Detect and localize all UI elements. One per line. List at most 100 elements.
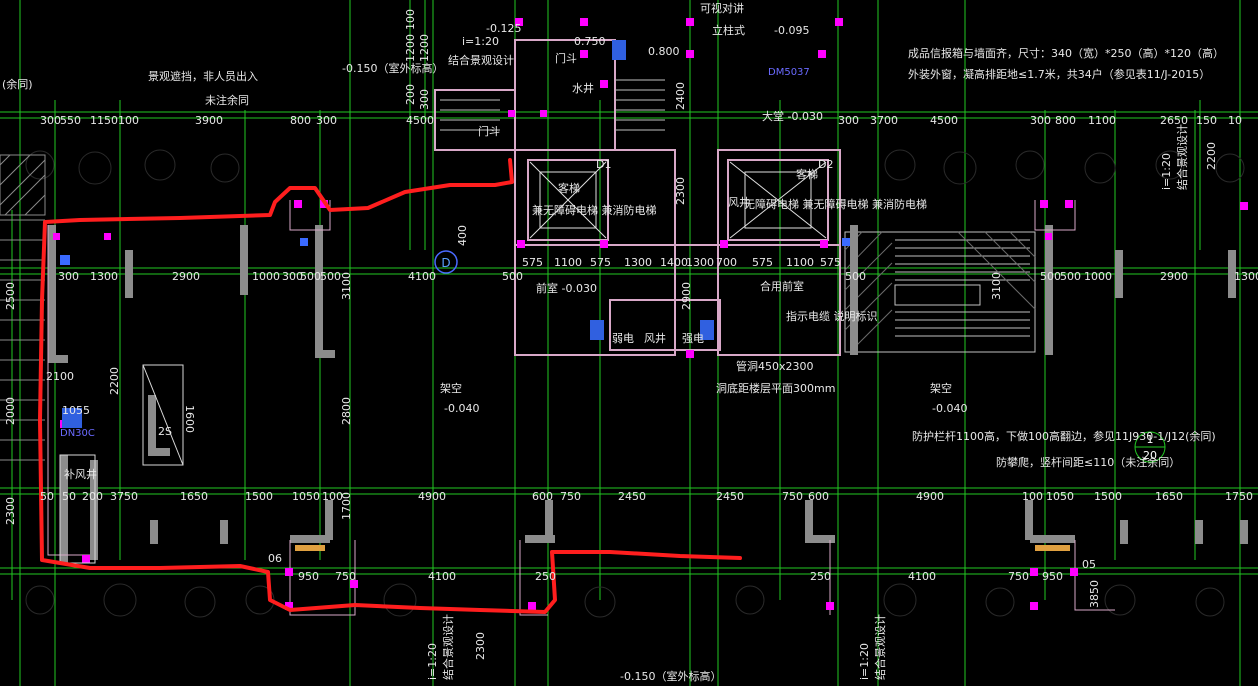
svg-text:管洞450x2300: 管洞450x2300	[736, 359, 814, 373]
svg-text:2400: 2400	[674, 82, 687, 110]
red-markup-outline	[38, 158, 742, 614]
svg-text:0.800: 0.800	[648, 45, 680, 58]
svg-text:400: 400	[456, 225, 469, 246]
svg-text:3750: 3750	[110, 490, 138, 503]
section-reference: 1 20	[1134, 431, 1166, 463]
svg-text:750: 750	[1008, 570, 1029, 583]
svg-text:1000: 1000	[1084, 270, 1112, 283]
row3-dimensions: 50 50 200 3750 1650 1500 1050 100 4900 6…	[40, 490, 1253, 503]
ramp-left	[59, 364, 184, 564]
svg-text:2650: 2650	[1160, 114, 1188, 127]
svg-text:i=1:20: i=1:20	[426, 643, 439, 680]
svg-text:无障碍电梯 兼无障碍电梯 兼消防电梯: 无障碍电梯 兼无障碍电梯 兼消防电梯	[744, 197, 927, 211]
svg-text:300: 300	[40, 114, 61, 127]
svg-text:-0.150（室外标高）: -0.150（室外标高）	[620, 669, 721, 683]
svg-text:3900: 3900	[195, 114, 223, 127]
svg-text:100: 100	[322, 490, 343, 503]
core-walls	[434, 39, 841, 356]
svg-text:2800: 2800	[340, 397, 353, 425]
vertical-dimensions: 100 200 1200 1200 300 2400 2300 3100 280…	[4, 9, 1218, 525]
svg-text:1300: 1300	[1234, 270, 1258, 283]
svg-text:DM5037: DM5037	[768, 67, 810, 78]
axis-bubble-D: D	[434, 250, 458, 274]
svg-text:1300: 1300	[90, 270, 118, 283]
svg-text:-0.040: -0.040	[444, 402, 479, 415]
svg-text:4100: 4100	[408, 270, 436, 283]
row4-dimensions: 950 750 4100 250 250 4100 750 950	[298, 570, 1063, 583]
svg-text:景观遮挡，非人员出入: 景观遮挡，非人员出入	[148, 69, 258, 83]
svg-text:300: 300	[316, 114, 337, 127]
svg-text:3850: 3850	[1088, 580, 1101, 608]
svg-text:4900: 4900	[916, 490, 944, 503]
svg-text:1750: 1750	[1225, 490, 1253, 503]
svg-text:D: D	[441, 256, 450, 270]
svg-text:1600: 1600	[183, 405, 196, 433]
svg-text:500: 500	[845, 270, 866, 283]
svg-text:1400: 1400	[660, 256, 688, 269]
row2-dimensions: 300 1300 2900 1000 300 500 500 4100 500 …	[58, 256, 1258, 283]
svg-text:2100: 2100	[46, 370, 74, 383]
svg-text:立柱式: 立柱式	[712, 23, 745, 37]
svg-text:结合景观设计: 结合景观设计	[441, 614, 455, 680]
svg-text:3100: 3100	[990, 272, 1003, 300]
svg-text:未注余同: 未注余同	[205, 93, 249, 107]
svg-text:575: 575	[590, 256, 611, 269]
svg-text:风井: 风井	[644, 331, 666, 345]
svg-text:2300: 2300	[4, 497, 17, 525]
svg-text:防攀爬，竖杆间距≤110（未注余同）: 防攀爬，竖杆间距≤110（未注余同）	[996, 455, 1180, 469]
svg-text:575: 575	[820, 256, 841, 269]
svg-text:1300: 1300	[624, 256, 652, 269]
svg-text:i=1:20: i=1:20	[1160, 153, 1173, 190]
svg-text:4500: 4500	[406, 114, 434, 127]
svg-text:(余同): (余同)	[2, 77, 33, 91]
svg-text:架空: 架空	[930, 381, 952, 395]
svg-text:20: 20	[1143, 449, 1157, 462]
svg-text:客梯: 客梯	[558, 181, 580, 195]
svg-text:500: 500	[502, 270, 523, 283]
svg-text:结合景观设计: 结合景观设计	[1175, 124, 1189, 190]
stair-right	[844, 231, 1036, 353]
svg-text:2450: 2450	[618, 490, 646, 503]
svg-text:0.750: 0.750	[574, 35, 606, 48]
svg-text:3100: 3100	[340, 272, 353, 300]
svg-text:800: 800	[290, 114, 311, 127]
svg-text:1500: 1500	[245, 490, 273, 503]
svg-text:200: 200	[82, 490, 103, 503]
svg-text:1200: 1200	[404, 34, 417, 62]
svg-text:250: 250	[810, 570, 831, 583]
svg-text:1650: 1650	[1155, 490, 1183, 503]
svg-text:风井: 风井	[728, 195, 750, 209]
svg-text:大堂 -0.030: 大堂 -0.030	[762, 109, 823, 123]
svg-text:1650: 1650	[180, 490, 208, 503]
svg-text:门斗: 门斗	[555, 51, 577, 65]
stair-top	[440, 79, 665, 131]
svg-text:1700: 1700	[340, 492, 353, 520]
svg-text:2900: 2900	[172, 270, 200, 283]
svg-text:300: 300	[418, 89, 431, 110]
svg-text:2300: 2300	[674, 177, 687, 205]
svg-text:前室 -0.030: 前室 -0.030	[536, 281, 597, 295]
gray-walls	[48, 225, 1248, 565]
svg-text:550: 550	[60, 114, 81, 127]
svg-text:1200: 1200	[418, 34, 431, 62]
svg-text:1: 1	[1147, 433, 1154, 446]
svg-text:1100: 1100	[554, 256, 582, 269]
svg-text:成品信报箱与墙面齐，尺寸：340（宽）*250（高）*120: 成品信报箱与墙面齐，尺寸：340（宽）*250（高）*120（高）	[908, 46, 1224, 60]
svg-text:50: 50	[40, 490, 54, 503]
svg-text:补风井: 补风井	[64, 467, 97, 481]
svg-text:2450: 2450	[716, 490, 744, 503]
svg-text:575: 575	[752, 256, 773, 269]
svg-text:i=1:20: i=1:20	[858, 643, 871, 680]
svg-text:2000: 2000	[4, 397, 17, 425]
svg-text:可视对讲: 可视对讲	[700, 1, 744, 15]
svg-text:06: 06	[268, 552, 282, 565]
svg-text:05: 05	[1082, 558, 1096, 571]
svg-text:100: 100	[404, 9, 417, 30]
svg-text:600: 600	[532, 490, 553, 503]
svg-text:客梯: 客梯	[796, 167, 818, 181]
svg-text:结合景观设计: 结合景观设计	[448, 53, 514, 67]
svg-text:1150: 1150	[90, 114, 118, 127]
svg-text:4900: 4900	[418, 490, 446, 503]
